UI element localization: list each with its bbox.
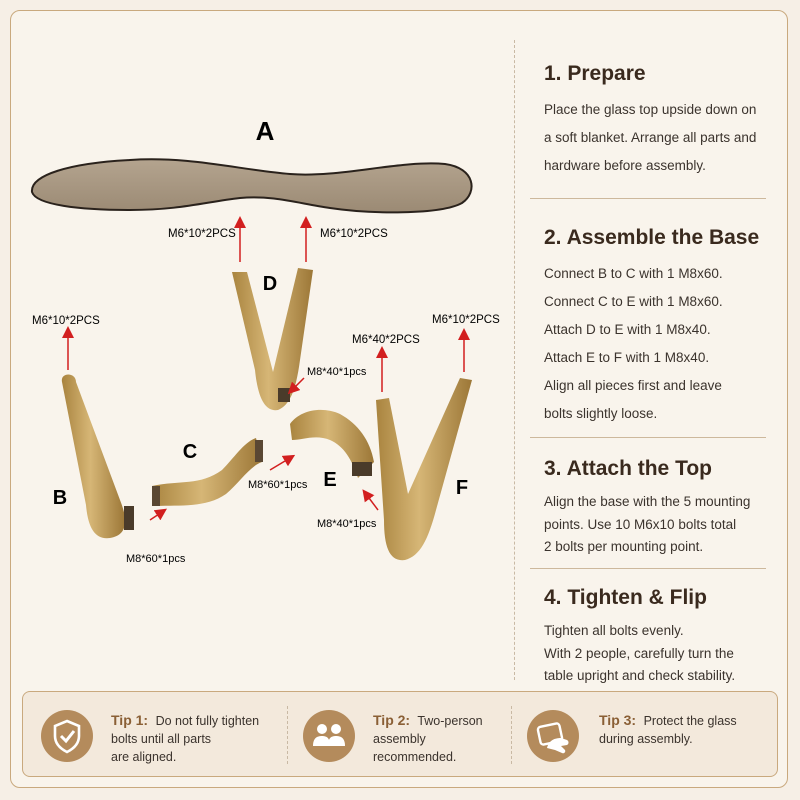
part-label-c: C (183, 441, 197, 463)
step-assemble-base: 2. Assemble the Base Connect B to C with… (544, 226, 770, 428)
tip-title: Tip 1: (111, 712, 149, 728)
callout-bolt-ce: M8*60*1pcs (248, 479, 308, 491)
step-title: 2. Assemble the Base (544, 226, 760, 249)
step-title: 1. Prepare (544, 62, 646, 85)
step-line: table upright and check stability. (544, 668, 736, 683)
column-divider (514, 40, 515, 680)
tip-3: Tip 3: Protect the glass during assembly… (527, 692, 767, 778)
arrow-bolt-ce (269, 454, 296, 471)
frame (10, 10, 788, 788)
step-attach-top: 3. Attach the Top Align the base with th… (544, 457, 770, 559)
hand-cloth-icon (527, 710, 579, 762)
tip-1: Tip 1: Do not fully tighten bolts until … (41, 692, 281, 778)
tip-line: recommended. (373, 750, 457, 764)
tip-line: during assembly. (599, 732, 693, 746)
step-tighten-flip: 4. Tighten & Flip Tighten all bolts even… (544, 586, 770, 688)
arrow-bolt-ef (362, 489, 379, 511)
two-people-icon (303, 710, 355, 762)
tip-line: bolts until all parts (111, 732, 212, 746)
assembly-diagram: A M6*10*2PCS M6*10*2PCS D M8*40*1pcs M6*… (30, 116, 500, 565)
tip-line: assembly (373, 732, 426, 746)
glass-top (30, 158, 473, 214)
step-line: a soft blanket. Arrange all parts and (544, 130, 757, 145)
callout-part-e: M6*40*2PCS (352, 334, 420, 346)
step-separator (530, 437, 766, 438)
step-title: 4. Tighten & Flip (544, 586, 707, 609)
tip-title: Tip 3: (599, 712, 637, 728)
part-c (152, 438, 263, 506)
arrow-bolt-d (287, 377, 305, 395)
step-line: Connect C to E with 1 M8x60. (544, 294, 723, 309)
tip-separator (511, 706, 512, 764)
tip-2: Tip 2: Two-person assembly recommended. (303, 692, 503, 778)
tip-line: are aligned. (111, 750, 177, 764)
step-line: 2 bolts per mounting point. (544, 539, 704, 554)
step-line: hardware before assembly. (544, 158, 706, 173)
step-separator (530, 568, 766, 569)
arrow-bolt-bc (149, 508, 167, 521)
step-prepare: 1. Prepare Place the glass top upside do… (544, 62, 770, 180)
part-label-e: E (323, 469, 336, 491)
step-line: Align the base with the 5 mounting (544, 494, 751, 509)
leg-b (61, 374, 134, 539)
callout-bolt-ef: M8*40*1pcs (317, 518, 377, 530)
step-line: Place the glass top upside down on (544, 102, 757, 117)
callout-top-left: M6*10*2PCS (168, 228, 236, 240)
step-title: 3. Attach the Top (544, 457, 712, 480)
step-line: points. Use 10 M6x10 bolts total (544, 516, 737, 532)
part-label-f: F (456, 477, 468, 499)
step-line: Tighten all bolts evenly. (544, 623, 684, 638)
leg-d (232, 268, 313, 411)
step-line: bolts slightly loose. (544, 406, 658, 421)
step-line: With 2 people, carefully turn the (544, 645, 734, 661)
callout-leg-b: M6*10*2PCS (32, 315, 100, 327)
callout-bolt-bc: M8*60*1pcs (126, 553, 186, 565)
step-separator (530, 198, 766, 199)
part-label-b: B (53, 487, 67, 509)
part-label-d: D (263, 273, 277, 295)
step-line: Connect B to C with 1 M8x60. (544, 266, 723, 281)
step-line: Attach E to F with 1 M8x40. (544, 350, 710, 365)
tip-line: Protect the glass (643, 714, 737, 728)
tip-line: Do not fully tighten (155, 714, 260, 728)
part-e (290, 409, 374, 478)
callout-top-right: M6*10*2PCS (320, 228, 388, 240)
tips-bar: Tip 1: Do not fully tighten bolts until … (22, 691, 778, 777)
callout-leg-f: M6*10*2PCS (432, 314, 500, 326)
part-label-a: A (256, 116, 275, 146)
callout-bolt-d: M8*40*1pcs (307, 366, 367, 378)
shield-check-icon (41, 710, 93, 762)
leg-f (376, 378, 472, 561)
tip-line: Two-person (417, 714, 483, 728)
tip-title: Tip 2: (373, 712, 411, 728)
tip-separator (287, 706, 288, 764)
step-line: Attach D to E with 1 M8x40. (544, 322, 711, 337)
step-line: Align all pieces first and leave (544, 378, 722, 393)
